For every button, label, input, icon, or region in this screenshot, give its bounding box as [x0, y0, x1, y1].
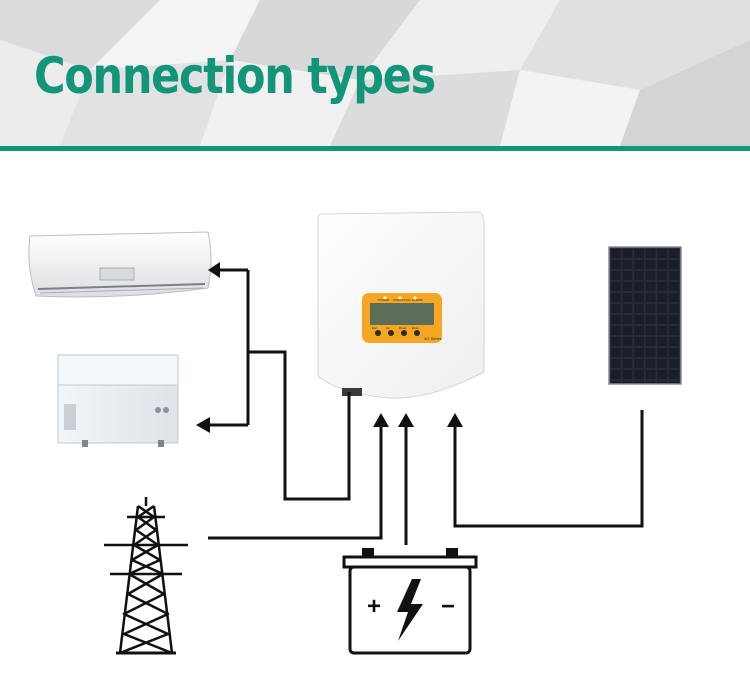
inverter-screen-label-alarm: ALARM [412, 298, 423, 302]
inverter-button-label-enter: Enter [412, 326, 419, 330]
lightning-icon [397, 579, 423, 641]
inverter-screen-label-power: POWER [378, 298, 390, 302]
inverter-button-down [401, 330, 407, 336]
battery-icon: + − [342, 548, 478, 655]
inverter-button-label-up: Up [386, 326, 390, 330]
title-underline [0, 146, 750, 151]
arrow-to-freezer [196, 417, 210, 433]
arrow-grid-to-inverter [373, 413, 389, 427]
load-output-line [248, 350, 351, 501]
arrow-battery-to-inverter [398, 413, 414, 427]
freezer-icon [57, 354, 179, 447]
arrow-to-air-conditioner [208, 262, 220, 278]
inverter-series-label: 4G Series [424, 336, 442, 341]
inverter-button-label-esc: Esc [372, 326, 378, 330]
inverter-lcd-screen [370, 303, 434, 325]
inverter-button-enter [414, 330, 420, 336]
solar-panel-icon [608, 246, 682, 385]
battery-minus-symbol: − [441, 593, 455, 620]
battery-plus-symbol: + [367, 593, 381, 620]
header-background-pattern [0, 0, 750, 146]
header-banner: Connection types [0, 0, 750, 146]
air-conditioner-icon [28, 231, 212, 298]
grid-input-line [208, 425, 383, 540]
inverter-button-up [388, 330, 394, 336]
arrow-solar-to-inverter [447, 413, 463, 427]
solar-input-line [453, 410, 644, 528]
inverter-icon: POWER OPERATION ALARM Esc Up Down Enter … [317, 211, 485, 399]
power-grid-tower-icon [104, 497, 188, 655]
inverter-screen-label-operation: OPERATION [393, 298, 410, 302]
page-title: Connection types [34, 47, 436, 105]
inverter-button-label-down: Down [399, 326, 407, 330]
inverter-button-esc [375, 330, 381, 336]
